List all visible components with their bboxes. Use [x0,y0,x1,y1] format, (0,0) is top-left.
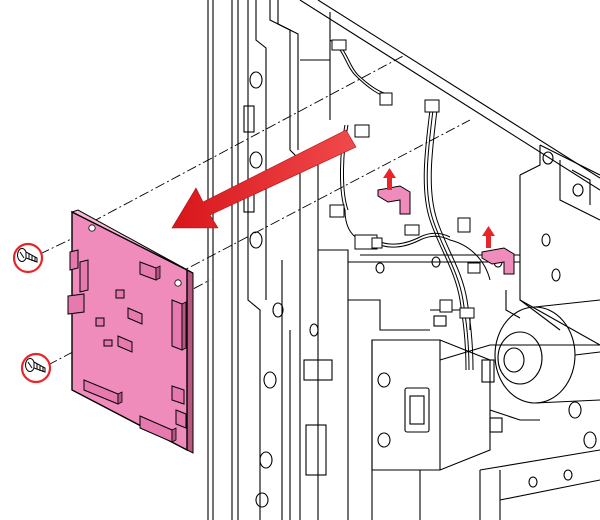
arrow-up-icon [482,226,495,248]
chassis-frame [207,0,600,520]
release-tab-2 [481,226,515,275]
screw-callout-2 [20,352,52,384]
screw-callout-1 [12,242,44,274]
release-tab-1 [377,168,411,215]
cable-clamps [329,39,481,319]
screw-icon [17,248,38,263]
screw-icon [25,358,46,373]
arrow-up-icon [383,168,396,190]
circuit-board [67,209,194,454]
arrow-left-down-icon [171,129,357,229]
